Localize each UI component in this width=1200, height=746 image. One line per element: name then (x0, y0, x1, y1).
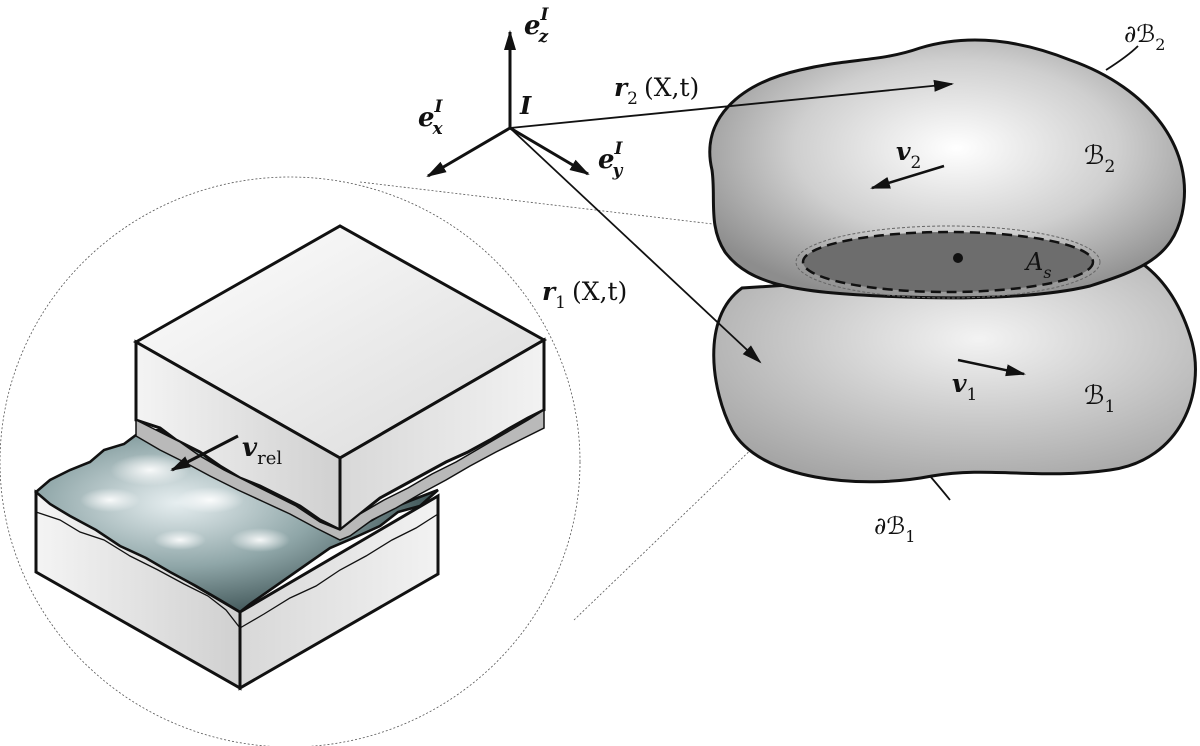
body-1-label: ℬ1 (1084, 381, 1115, 417)
lower-edge-roughness-right (239, 513, 439, 629)
body-2-label: ℬ2 (1084, 141, 1115, 177)
v2-arrow (870, 164, 945, 190)
lower-block-right-face (238, 493, 440, 691)
vrel-label: vrel (242, 433, 282, 469)
body-2 (708, 38, 1186, 300)
body-1 (712, 260, 1197, 484)
r1-label: r1(X,t) (542, 277, 627, 313)
contact-area-outer (795, 225, 1101, 299)
boundary-1-label: ∂ℬ1 (874, 512, 915, 546)
ey-axis (509, 126, 590, 176)
boundary-2-label: ∂ℬ2 (1124, 20, 1165, 54)
v1-label: v1 (952, 369, 977, 405)
rough-highlight (230, 528, 290, 552)
boundary-1-leader (929, 475, 951, 501)
contact-area (801, 230, 1095, 294)
boundary-2-leader (1105, 45, 1139, 71)
upper-block-underside (135, 408, 545, 541)
rough-highlight (110, 454, 190, 486)
rough-highlight (154, 530, 206, 550)
zoom-circle (0, 176, 581, 746)
inertial-frame (426, 30, 590, 178)
ex-axis (426, 126, 511, 178)
rough-highlight (176, 487, 244, 513)
origin-label: I (519, 91, 532, 120)
r2-label: r2(X,t) (614, 73, 699, 109)
r1-vector (509, 127, 762, 364)
lower-edge-roughness (35, 511, 241, 629)
rough-highlight (80, 488, 140, 512)
v1-arrow (957, 358, 1026, 377)
contact-area-label: As (1024, 248, 1052, 282)
contact-point (953, 253, 963, 263)
r2-vector (509, 79, 954, 129)
zoom-contact-detail (34, 224, 548, 691)
v2-label: v2 (896, 137, 921, 173)
vrel-arrow (170, 434, 239, 472)
